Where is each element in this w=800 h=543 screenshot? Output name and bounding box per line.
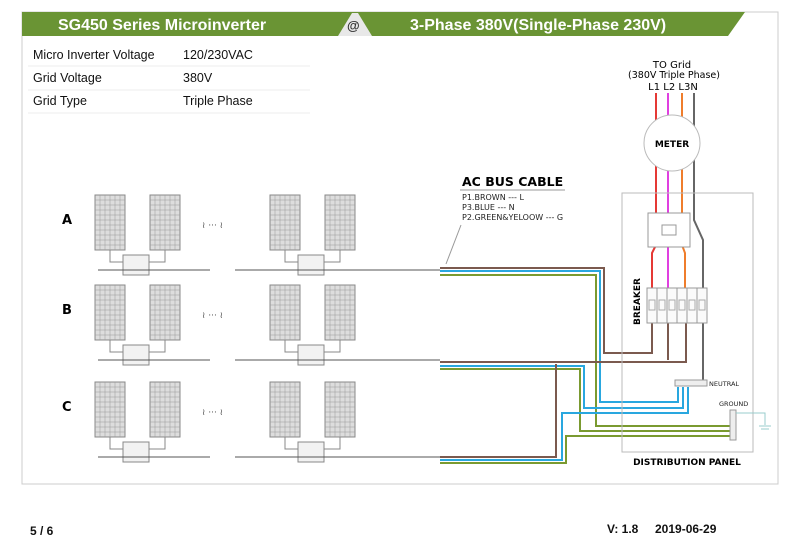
- bus-line: P3.BLUE --- N: [462, 203, 515, 212]
- microinverter-icon: [284, 437, 341, 463]
- breaker-icon: [646, 287, 708, 324]
- grid-phases: L1 L2 L3N: [648, 82, 698, 93]
- solar-panel-icon: [94, 381, 126, 438]
- main-switch-icon: [647, 212, 691, 248]
- row-label-b: B: [62, 303, 72, 318]
- microinverter-icon: [109, 340, 166, 366]
- header-at: @: [347, 18, 360, 33]
- solar-panel-icon: [324, 381, 356, 438]
- row-label-a: A: [62, 213, 72, 228]
- neutral-label: NEUTRAL: [709, 380, 739, 388]
- breaker-pole: [696, 287, 708, 324]
- solar-panel-icon: [269, 194, 301, 251]
- solar-panel-icon: [149, 284, 181, 341]
- spec-table: Micro Inverter Voltage 120/230VAC Grid V…: [28, 48, 310, 114]
- row-label-c: C: [62, 400, 72, 415]
- ground-label: GROUND: [719, 400, 748, 408]
- meter-icon: [643, 114, 701, 172]
- grid-title: TO Grid: [652, 60, 691, 71]
- ellipsis-icon: ≀ ··· ≀: [202, 311, 223, 321]
- wires: [440, 93, 732, 464]
- date: 2019-06-29: [655, 522, 717, 536]
- solar-panel-icon: [149, 194, 181, 251]
- header-right-title: 3-Phase 380V(Single-Phase 230V): [410, 17, 666, 34]
- neutral-bar-icon: [674, 379, 708, 387]
- solar-panel-icon: [269, 284, 301, 341]
- solar-panel-icon: [324, 194, 356, 251]
- bus-title: AC BUS CABLE: [462, 174, 563, 189]
- pv-arrays: ≀ ··· ≀ ≀ ··· ≀ ≀ ··· ≀: [94, 194, 440, 463]
- ground-bar-icon: [729, 409, 737, 441]
- page-number: 5 / 6: [30, 524, 54, 538]
- spec-value: 380V: [183, 71, 213, 85]
- spec-value: Triple Phase: [183, 94, 253, 108]
- distribution-panel: [621, 192, 754, 453]
- solar-panel-icon: [94, 194, 126, 251]
- microinverter-icon: [284, 250, 341, 276]
- microinverter-icon: [109, 250, 166, 276]
- header-band: [22, 12, 745, 36]
- at-tab: [338, 13, 372, 36]
- microinverter-icon: [109, 437, 166, 463]
- bus-pointer: [445, 224, 462, 265]
- ground-symbol-icon: [736, 412, 766, 425]
- bus-line: P2.GREEN&YELOOW --- G: [462, 213, 563, 222]
- microinverter-icon: [284, 340, 341, 366]
- meter-label: METER: [655, 140, 689, 150]
- solar-panel-icon: [94, 284, 126, 341]
- ellipsis-icon: ≀ ··· ≀: [202, 408, 223, 418]
- spec-label: Micro Inverter Voltage: [33, 48, 155, 62]
- grid-subtitle: (380V Triple Phase): [628, 70, 720, 81]
- distribution-panel-title: DISTRIBUTION PANEL: [633, 458, 741, 468]
- solar-panel-icon: [149, 381, 181, 438]
- header-left-title: SG450 Series Microinverter: [58, 17, 266, 34]
- solar-panel-icon: [324, 284, 356, 341]
- spec-label: Grid Type: [33, 94, 87, 108]
- ellipsis-icon: ≀ ··· ≀: [202, 221, 223, 231]
- breaker-label: BREAKER: [633, 278, 643, 325]
- solar-panel-icon: [269, 381, 301, 438]
- bus-line: P1.BROWN --- L: [462, 193, 524, 202]
- spec-value: 120/230VAC: [183, 48, 253, 62]
- version: V: 1.8: [607, 522, 639, 536]
- spec-label: Grid Voltage: [33, 71, 102, 85]
